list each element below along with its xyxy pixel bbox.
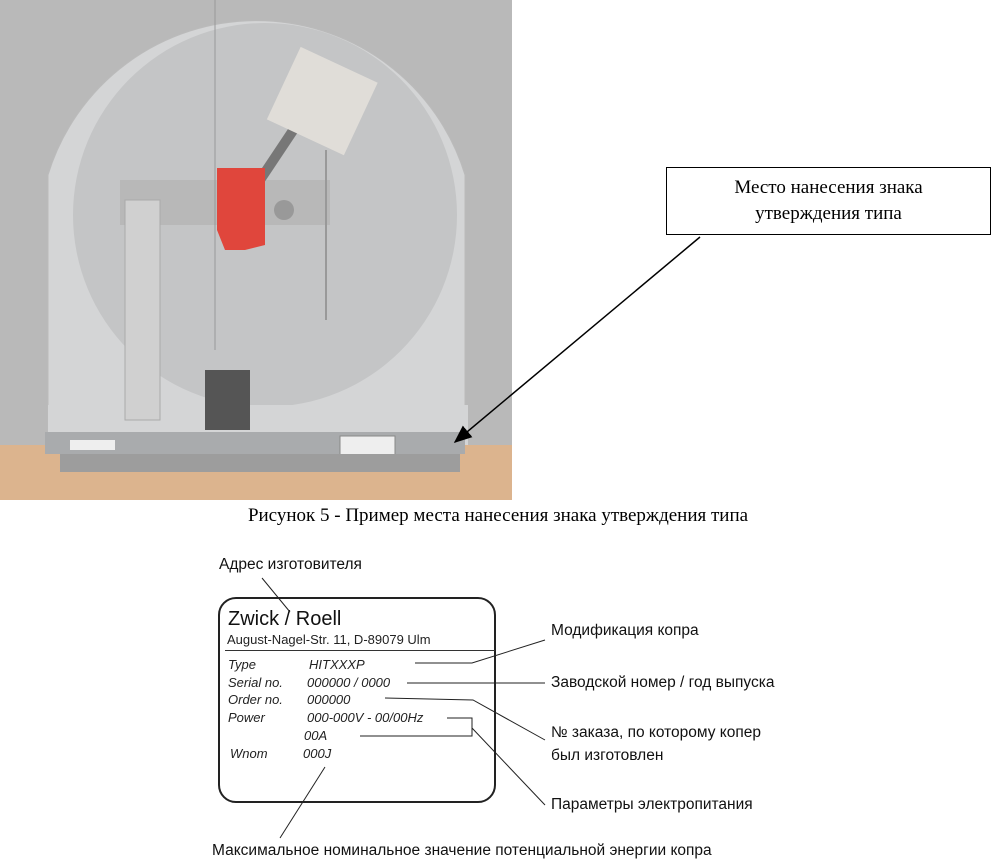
label-order-1: № заказа, по которому копер [551, 724, 762, 741]
plate-key-type: Type [228, 657, 256, 672]
plate-value-order: 000000 [307, 692, 351, 707]
impact-tester-photo [0, 0, 512, 500]
figure-caption: Рисунок 5 - Пример места нанесения знака… [247, 505, 749, 526]
label-order-2: был изготовлен [551, 747, 664, 764]
plate-value-power: 000-000V - 00/00Hz [307, 710, 424, 725]
plate-key-order: Order no. [228, 692, 283, 707]
label-energy: Максимальное номинальное значение потенц… [212, 842, 712, 859]
callout-line-2: утверждения типа [755, 203, 902, 224]
callout-line-1: Место нанесения знака [734, 177, 923, 198]
plate-key-serial: Serial no. [228, 675, 283, 690]
plate-key-wnom: Wnom [230, 746, 268, 761]
callout-box: Место нанесения знака утверждения типа [666, 167, 991, 235]
plate-value-current: 00A [304, 728, 328, 743]
plate-divider [225, 650, 495, 651]
plate-value-type: HITXXXP [309, 657, 365, 672]
plate-value-serial: 000000 / 0000 [307, 675, 391, 690]
plate-brand: Zwick / Roell [228, 608, 342, 630]
plate-value-wnom: 000J [303, 746, 332, 761]
label-serial: Заводской номер / год выпуска [551, 674, 775, 691]
plate-key-power: Power [228, 710, 265, 725]
label-power: Параметры электропитания [551, 796, 753, 813]
callout-arrow [453, 236, 701, 443]
label-modification: Модификация копра [551, 622, 699, 639]
label-address: Адрес изготовителя [219, 556, 362, 573]
plate-address: August-Nagel-Str. 11, D-89079 Ulm [227, 632, 431, 647]
nameplate [218, 597, 496, 803]
